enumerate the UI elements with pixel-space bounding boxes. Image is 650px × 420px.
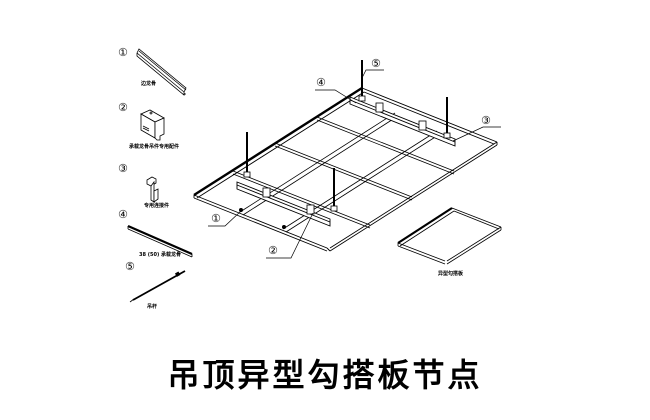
callout-4: ④	[316, 76, 326, 89]
legend-label: 吊杆	[147, 303, 157, 310]
legend-label: 边龙骨	[140, 80, 156, 87]
legend-marker: ⑤	[125, 260, 135, 273]
cross-tees	[232, 116, 455, 229]
main-tees	[239, 112, 441, 233]
legend-label: 承载龙骨吊件专用配件	[128, 143, 179, 150]
legend-item-3: ③ 专用连接件	[118, 162, 169, 209]
diagram-title: 吊顶异型勾搭板节点	[167, 356, 483, 394]
carrying-channel-icon	[127, 224, 193, 258]
legend-label: 38 (50) 承载龙骨	[139, 251, 181, 258]
legend-item-5: ⑤ 吊杆	[125, 260, 186, 310]
panel-label: 异型勾搭板	[438, 270, 464, 277]
connector-blocks	[238, 102, 427, 229]
edge-trim-icon	[136, 48, 187, 96]
callout-2: ②	[268, 244, 278, 257]
legend-marker: ①	[118, 46, 128, 59]
perimeter-frame	[193, 86, 498, 252]
legend-item-2: ② 承载龙骨吊件专用配件	[118, 101, 179, 150]
legend-item-1: ① 边龙骨	[118, 46, 187, 96]
legend-item-4: ④ 38 (50) 承载龙骨	[118, 208, 193, 258]
legend-label: 专用连接件	[144, 202, 169, 209]
callout-3: ③	[481, 114, 491, 127]
rod	[443, 97, 451, 139]
rod	[243, 132, 251, 178]
legend-marker: ④	[118, 208, 128, 221]
callout-1: ①	[211, 212, 221, 225]
panel-illustration	[397, 207, 502, 265]
suspension-rod-icon	[129, 270, 186, 303]
callout-5: ⑤	[371, 57, 381, 70]
connector-icon	[146, 176, 159, 203]
ceiling-assembly	[193, 60, 498, 252]
legend-marker: ②	[118, 101, 128, 114]
rod	[330, 168, 338, 212]
callouts	[208, 69, 501, 259]
legend-marker: ③	[118, 162, 128, 175]
hanger-clip-icon	[140, 109, 165, 141]
